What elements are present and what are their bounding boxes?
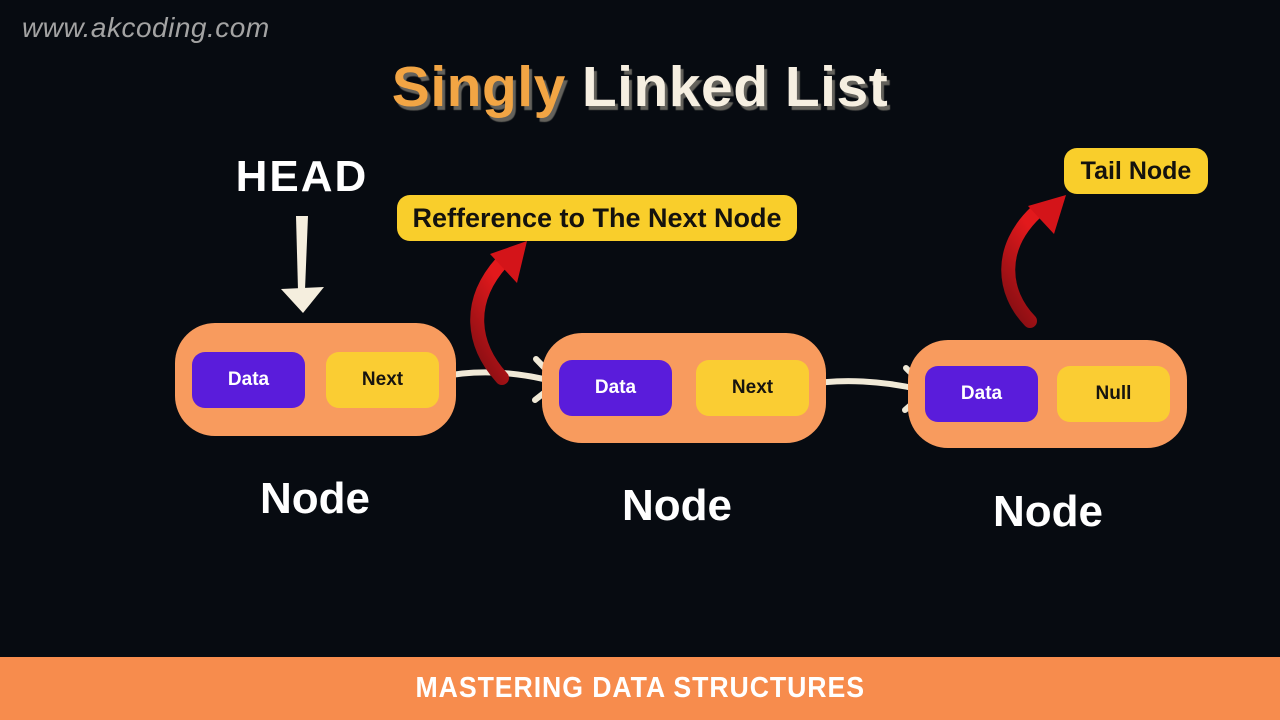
- node-1-data-box: Data: [192, 351, 305, 408]
- link-arrow-1-icon: [437, 356, 561, 403]
- node-1-caption: Node: [260, 474, 370, 523]
- tail-node-label: Tail Node: [1064, 148, 1208, 194]
- page-title-highlight: Singly: [391, 55, 566, 119]
- node-1: Data Next: [175, 323, 456, 436]
- reference-arrow-icon: [470, 241, 527, 385]
- node-3-data-box: Data: [925, 366, 1038, 422]
- watermark: www.akcoding.com: [22, 12, 270, 43]
- reference-label: Refference to The Next Node: [397, 195, 797, 241]
- head-arrow-icon: [281, 216, 324, 313]
- footer-bar: MASTERING DATA STRUCTURES: [0, 657, 1280, 720]
- footer-text: MASTERING DATA STRUCTURES: [415, 672, 865, 704]
- node-3-caption: Node: [993, 487, 1103, 536]
- page-title-rest: Linked List: [581, 55, 889, 119]
- node-2: Data Next: [542, 333, 826, 443]
- node-2-data-box: Data: [559, 360, 672, 416]
- node-2-caption: Node: [622, 481, 732, 530]
- node-3: Data Null: [908, 340, 1187, 448]
- node-2-next-box: Next: [696, 360, 809, 416]
- node-3-null-box: Null: [1057, 366, 1170, 422]
- tail-arrow-icon: [1001, 195, 1066, 328]
- head-label: HEAD: [235, 152, 369, 201]
- node-1-next-box: Next: [326, 351, 439, 408]
